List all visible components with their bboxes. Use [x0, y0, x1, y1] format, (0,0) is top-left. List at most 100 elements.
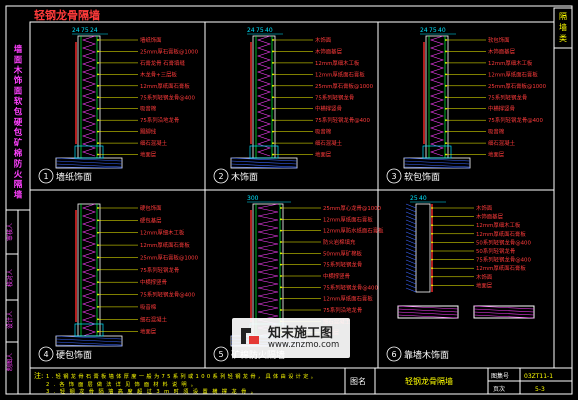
hatch-line [397, 305, 459, 310]
notes-line-2: 2.各饰面层做法详见饰面材料说明。 [46, 380, 196, 388]
callout-label: 吸音棉 [315, 128, 331, 136]
hatch-line [405, 243, 417, 249]
hatch-line [397, 314, 459, 319]
hatch-line [403, 163, 471, 168]
leader-dot [280, 252, 282, 255]
inner-frame [29, 21, 555, 369]
callout-label: 木饰面 [476, 204, 493, 212]
leader-dot [445, 50, 447, 53]
callout-label: 75系列轻钢龙骨@400 [323, 283, 378, 291]
leader-dot [431, 224, 433, 227]
vertical-title-char: 矿 [14, 138, 23, 149]
dimension-text: 25 [410, 195, 418, 202]
wall-section [415, 203, 431, 293]
hatch-line [403, 166, 471, 169]
vertical-title-char: 硬 [14, 117, 23, 128]
hatch-line [403, 160, 471, 165]
leader-dot [97, 306, 99, 308]
hatch-line [405, 279, 417, 285]
leader-dot [445, 39, 447, 41]
side-title-char: 类 [559, 33, 567, 43]
callout-label: 软包饰面 [488, 36, 510, 44]
panel-number-circle [213, 346, 229, 362]
panel-title: 木饰面 [231, 171, 258, 183]
callout-label: 12mm厚纸面石膏板 [476, 264, 526, 272]
panel-number-circle [386, 168, 402, 184]
callout-label: 12mm厚纸面石膏板 [140, 241, 190, 249]
callout-label: 细石混凝土 [140, 139, 168, 147]
callout-label: 中横撑竖骨 [315, 105, 342, 113]
leader-dot [97, 256, 99, 259]
insulation-pattern [82, 203, 96, 337]
leader-dot [97, 39, 99, 41]
leader-dot [272, 84, 274, 87]
base-track [249, 145, 279, 159]
panel-4: 硬包饰面硬包基层12mm厚细木工板12mm厚纸面石膏板25mm厚石膏板@1000… [38, 203, 199, 362]
callout-label: 12mm厚细木工板 [140, 229, 185, 237]
callout-label: 75系列轻钢龙骨 [323, 261, 362, 269]
leader-dot [97, 330, 99, 333]
tb-page-label: 页次 [493, 385, 505, 393]
callout-label: 木龙骨+三层板 [140, 70, 177, 78]
panel-number: 1 [43, 172, 48, 181]
leader-dot [280, 263, 282, 266]
hatch-line [405, 251, 417, 257]
leader-dot [445, 84, 447, 87]
leader-dot [97, 62, 99, 64]
hatch-line [473, 311, 535, 316]
side-title-char: 墙 [559, 22, 567, 32]
leader-dot [97, 293, 99, 296]
vertical-title-char: 火 [14, 170, 23, 180]
vertical-title-char: 隔 [14, 179, 23, 190]
callout-label: 防火岩棉填充 [323, 238, 356, 246]
panel-title: 靠墙木饰面 [404, 349, 449, 361]
leader-dot [280, 286, 282, 289]
leader-dot [431, 250, 433, 252]
callout-label: 踢脚线 [140, 128, 157, 136]
hatch-line [397, 308, 459, 313]
callout-label: 75系列轻钢龙骨@400 [140, 291, 195, 299]
leader-dot [445, 73, 447, 76]
leader-dot [97, 73, 99, 76]
leader-dot [97, 50, 99, 53]
hatch-line [405, 259, 417, 265]
leader-dot [431, 241, 433, 244]
leader-dot [431, 232, 433, 235]
dimension-text: 24 [420, 27, 428, 34]
watermark: 知末施工图 www.znzmo.com [232, 318, 350, 358]
callout-label: 25mm厚石膏板@1000 [315, 82, 374, 90]
callout-label: 75系列轻钢龙骨@400 [140, 93, 195, 101]
leader-dot [280, 229, 282, 232]
leader-dot [97, 84, 99, 87]
leader-dot [272, 73, 274, 76]
callout-label: 硬包饰面 [140, 204, 162, 212]
callout-label: 硬包基层 [140, 216, 162, 224]
panel-number: 4 [43, 350, 48, 359]
leader-dot [445, 62, 447, 64]
leader-dot [97, 281, 99, 284]
hatch-line [405, 239, 417, 245]
panel-number: 3 [391, 172, 396, 181]
vertical-title-char: 墙 [14, 44, 23, 55]
left-strip-item: 制图人 [6, 353, 14, 371]
hatch-line [405, 255, 417, 261]
hatch-line [405, 247, 417, 253]
leader-dot [280, 275, 282, 277]
callout-label: 75系列轻钢龙骨@400 [488, 116, 543, 124]
panel-number-circle [38, 346, 54, 362]
callout-label: 75系列沿地龙骨 [140, 116, 179, 124]
leader-dot [97, 244, 99, 246]
leader-dot [272, 96, 274, 99]
callout-label: 12mm厚纸面石膏板 [323, 295, 373, 303]
hatch-line [230, 166, 298, 169]
vertical-title-char: 包 [14, 106, 23, 117]
callout-label: 25mm厚石膏板@1000 [140, 47, 199, 55]
callout-label: 地面层 [488, 151, 505, 159]
tb-code-value: 03ZT11-1 [524, 373, 553, 380]
leader-dot [272, 142, 274, 144]
base-track [74, 323, 104, 337]
hatch-line [405, 207, 417, 213]
